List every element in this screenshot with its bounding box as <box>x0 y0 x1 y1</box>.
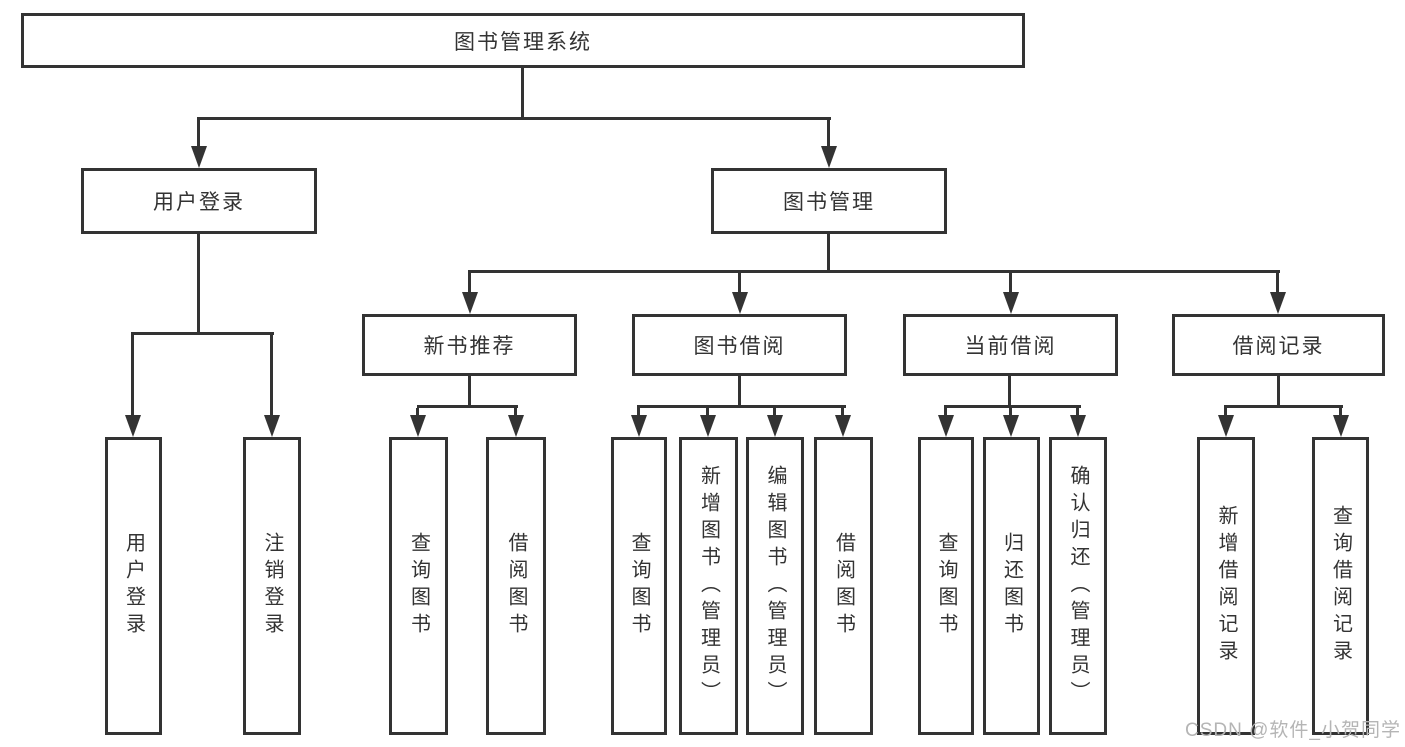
leaf-label: 查询借阅记录 <box>1329 505 1352 667</box>
leaf-label: 查询图书 <box>935 532 957 640</box>
arrowhead-icon <box>125 415 141 437</box>
arrowhead-icon <box>1218 415 1234 437</box>
connector-line <box>1339 408 1342 417</box>
connector-line <box>417 405 518 408</box>
node-user-login: 用户登录 <box>81 168 317 234</box>
leaf-add-books-admin: 新增图书（管理员） <box>679 437 738 735</box>
leaf-label: 确认归还（管理员） <box>1067 464 1089 708</box>
connector-line <box>773 408 776 417</box>
leaf-query-books-recommend: 查询图书 <box>389 437 448 735</box>
connector-line <box>468 270 1280 273</box>
arrowhead-icon <box>835 415 851 437</box>
arrowhead-icon <box>938 415 954 437</box>
node-book-management: 图书管理 <box>711 168 947 234</box>
connector-line <box>944 408 947 417</box>
leaf-label: 新增图书（管理员） <box>697 464 720 708</box>
node-new-book-recommend: 新书推荐 <box>362 314 577 376</box>
arrowhead-icon <box>264 415 280 437</box>
arrowhead-icon <box>508 415 524 437</box>
connector-line <box>637 405 846 408</box>
connector-line <box>514 408 517 417</box>
leaf-query-books-current: 查询图书 <box>918 437 974 735</box>
leaf-label: 查询图书 <box>628 532 650 640</box>
leaf-query-books-borrowing: 查询图书 <box>611 437 667 735</box>
arrowhead-icon <box>767 415 783 437</box>
arrowhead-icon <box>462 292 478 314</box>
connector-line <box>131 335 134 416</box>
connector-line <box>197 117 831 120</box>
leaf-borrow-books-recommend: 借阅图书 <box>486 437 546 735</box>
node-new-book-recommend-label: 新书推荐 <box>423 335 516 358</box>
connector-line <box>841 408 844 417</box>
arrowhead-icon <box>732 292 748 314</box>
arrowhead-icon <box>821 146 837 168</box>
leaf-label: 注销登录 <box>261 532 283 640</box>
arrowhead-icon <box>1070 415 1086 437</box>
connector-line <box>131 332 274 335</box>
leaf-label: 编辑图书（管理员） <box>764 464 786 708</box>
node-current-borrowing-label: 当前借阅 <box>964 335 1057 358</box>
leaf-label: 借阅图书 <box>832 532 855 640</box>
connector-line <box>1009 408 1012 417</box>
arrowhead-icon <box>1003 292 1019 314</box>
leaf-label: 借阅图书 <box>505 532 527 640</box>
leaf-add-borrow-record: 新增借阅记录 <box>1197 437 1255 735</box>
node-book-borrowing: 图书借阅 <box>632 314 847 376</box>
leaf-label: 查询图书 <box>407 532 430 640</box>
connector-line <box>1276 273 1279 294</box>
connector-line <box>468 376 471 407</box>
connector-line <box>197 120 200 148</box>
leaf-edit-books-admin: 编辑图书（管理员） <box>746 437 804 735</box>
connector-line <box>1224 408 1227 417</box>
connector-line <box>827 234 830 272</box>
node-borrowing-records: 借阅记录 <box>1172 314 1385 376</box>
connector-line <box>637 408 640 417</box>
connector-line <box>468 273 471 294</box>
arrowhead-icon <box>1333 415 1349 437</box>
connector-line <box>1076 408 1079 417</box>
connector-line <box>738 376 741 407</box>
leaf-confirm-return-admin: 确认归还（管理员） <box>1049 437 1107 735</box>
connector-line <box>1277 376 1280 407</box>
connector-line <box>416 408 419 417</box>
arrowhead-icon <box>191 146 207 168</box>
leaf-user-login: 用户登录 <box>105 437 162 735</box>
node-current-borrowing: 当前借阅 <box>903 314 1118 376</box>
connector-line <box>944 405 1081 408</box>
connector-line <box>1009 273 1012 294</box>
leaf-label: 新增借阅记录 <box>1215 505 1237 667</box>
csdn-watermark: CSDN @软件_小贺同学 <box>1185 720 1401 741</box>
leaf-return-books: 归还图书 <box>983 437 1040 735</box>
connector-line <box>1224 405 1343 408</box>
arrowhead-icon <box>410 415 426 437</box>
arrowhead-icon <box>1270 292 1286 314</box>
connector-line <box>827 120 830 148</box>
leaf-label: 归还图书 <box>1000 532 1023 640</box>
connector-line <box>706 408 709 417</box>
arrowhead-icon <box>1003 415 1019 437</box>
connector-line <box>197 234 200 334</box>
node-borrowing-records-label: 借阅记录 <box>1232 335 1325 358</box>
connector-line <box>270 335 273 416</box>
node-root-label: 图书管理系统 <box>454 30 592 54</box>
connector-line <box>1008 376 1011 407</box>
node-root: 图书管理系统 <box>21 13 1025 68</box>
arrowhead-icon <box>700 415 716 437</box>
node-book-borrowing-label: 图书借阅 <box>693 335 786 358</box>
connector-line <box>521 68 524 119</box>
leaf-label: 用户登录 <box>122 532 145 640</box>
connector-line <box>738 273 741 294</box>
arrowhead-icon <box>631 415 647 437</box>
leaf-borrow-books: 借阅图书 <box>814 437 873 735</box>
leaf-query-borrow-record: 查询借阅记录 <box>1312 437 1369 735</box>
node-book-management-label: 图书管理 <box>783 191 875 214</box>
node-user-login-label: 用户登录 <box>153 191 245 214</box>
leaf-logout: 注销登录 <box>243 437 301 735</box>
